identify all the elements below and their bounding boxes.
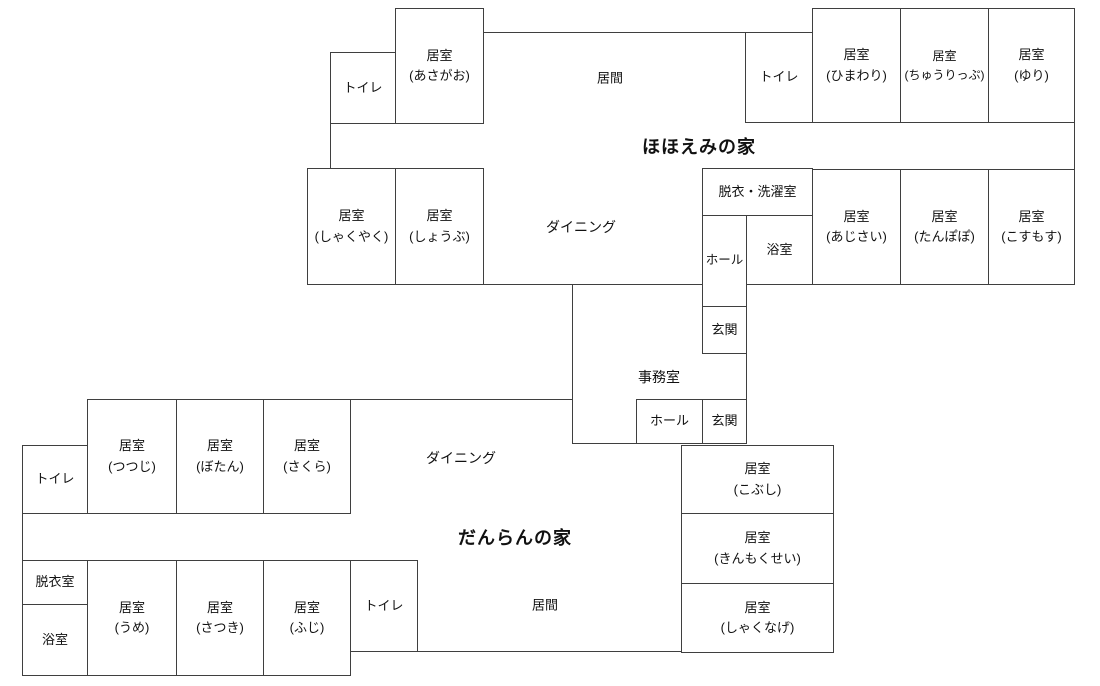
room-label-line: (つつじ): [108, 458, 156, 474]
room-satsuki: 居室 (さつき): [176, 560, 264, 676]
room-ajisai: 居室 (あじさい): [812, 169, 901, 285]
room-asagao: 居室 (あさがお): [395, 8, 484, 124]
room-label-line: 玄関: [711, 413, 738, 429]
room-bath-hohoemi: 浴室: [746, 215, 813, 285]
room-label-line: 居室: [744, 461, 771, 477]
wall-ima-hohoemi-top: [483, 32, 746, 33]
room-kinmokusei: 居室 (きんもくせい): [681, 513, 834, 584]
room-label-line: 居室: [426, 208, 453, 224]
room-label-line: (しょうぶ): [409, 228, 470, 244]
room-shobu: 居室 (しょうぶ): [395, 168, 484, 285]
area-label-ima-hohoemi: 居間: [596, 70, 624, 86]
room-toilet-nw: トイレ: [330, 52, 396, 124]
room-label-line: (こすもす): [1001, 229, 1062, 244]
room-label-line: 居室: [426, 47, 453, 63]
room-churippu: 居室 (ちゅうりっぷ): [900, 8, 989, 123]
room-fuji: 居室 (ふじ): [263, 560, 351, 676]
room-label-line: (ふじ): [289, 620, 325, 635]
room-label-line: (ちゅうりっぷ): [904, 67, 985, 82]
room-hall-center: ホール: [636, 399, 703, 444]
room-label-line: 脱衣室: [35, 574, 75, 590]
room-label-line: ホール: [649, 413, 689, 429]
room-label-line: 居室: [118, 599, 145, 615]
room-botan: 居室 (ぼたん): [176, 399, 264, 514]
room-label-line: (ゆり): [1014, 67, 1049, 83]
area-label-dining-danran: ダイニング: [426, 450, 496, 466]
room-label-line: ホール: [705, 253, 744, 268]
room-label-line: 居室: [843, 208, 870, 224]
room-label-line: 脱衣・洗濯室: [718, 183, 797, 199]
room-genkan-center: 玄関: [702, 399, 747, 444]
room-datsui-sentaku: 脱衣・洗濯室: [702, 168, 813, 216]
room-label-line: 玄関: [711, 321, 738, 337]
room-label-line: 居室: [206, 599, 233, 615]
room-label-line: (うめ): [114, 620, 150, 635]
room-label-line: (ぼたん): [196, 458, 244, 474]
room-label-line: (ひまわり): [826, 67, 887, 83]
room-label-line: トイレ: [759, 69, 799, 85]
room-label-line: 居室: [931, 208, 958, 224]
area-label-ima-danran: 居間: [531, 597, 559, 613]
room-label-line: トイレ: [343, 79, 383, 95]
room-tsutsuji: 居室 (つつじ): [87, 399, 177, 514]
room-kobushi: 居室 (こぶし): [681, 445, 834, 514]
room-label-line: 居室: [1018, 208, 1045, 224]
room-label-line: 居室: [1018, 47, 1045, 63]
room-label-line: (あじさい): [826, 229, 887, 244]
wall-dining-hohoemi-bottom: [483, 284, 703, 285]
room-label-line: 居室: [293, 438, 320, 454]
room-label-line: (しゃくなげ): [720, 620, 795, 635]
room-datsuishitsu: 脱衣室: [22, 560, 88, 605]
area-label-jimushitsu: 事務室: [638, 369, 680, 385]
wall-office-right: [746, 353, 747, 444]
wall-dining-danran-top: [350, 399, 573, 400]
room-label-line: 居室: [206, 438, 233, 454]
room-toilet-ne: トイレ: [745, 32, 813, 123]
room-yuri: 居室 (ゆり): [988, 8, 1075, 123]
room-label-line: 居室: [932, 48, 957, 63]
room-label-line: 居室: [338, 208, 365, 224]
room-genkan-hohoemi: 玄関: [702, 306, 747, 354]
room-shakuyaku: 居室 (しゃくやく): [307, 168, 396, 285]
room-label-line: 居室: [293, 599, 320, 615]
wall-office-left: [572, 284, 573, 444]
room-sakura: 居室 (さくら): [263, 399, 351, 514]
room-label-line: トイレ: [364, 597, 404, 613]
room-label-line: (きんもくせい): [714, 550, 801, 566]
room-label-line: トイレ: [35, 471, 75, 487]
room-ume: 居室 (うめ): [87, 560, 177, 676]
room-label-line: (こぶし): [733, 481, 782, 497]
room-toilet-s: トイレ: [350, 560, 418, 652]
room-bath-danran: 浴室: [22, 604, 88, 676]
wall-hohoemi-band-left: [330, 123, 331, 169]
unit-title-hohoemi: ほほえみの家: [642, 137, 756, 157]
room-label-line: (さつき): [196, 620, 244, 635]
room-label-line: (あさがお): [409, 68, 470, 83]
room-label-line: 居室: [744, 599, 771, 615]
room-label-line: 居室: [744, 530, 771, 546]
room-label-line: (たんぽぽ): [914, 229, 975, 244]
room-label-line: 浴室: [766, 241, 793, 257]
wall-ima-danran-bottom: [417, 651, 682, 652]
wall-office-bottom: [572, 443, 637, 444]
wall-danran-band-left: [22, 513, 23, 561]
unit-title-danran: だんらんの家: [458, 528, 572, 548]
room-label-line: 浴室: [41, 631, 68, 647]
room-shakunage: 居室 (しゃくなげ): [681, 583, 834, 653]
room-label-line: (さくら): [283, 458, 331, 474]
room-tanpopo: 居室 (たんぽぽ): [900, 169, 989, 285]
room-hall-hohoemi: ホール: [702, 215, 747, 307]
area-label-dining-hohoemi: ダイニング: [546, 219, 616, 235]
room-label-line: 居室: [843, 47, 870, 63]
room-himawari: 居室 (ひまわり): [812, 8, 901, 123]
room-label-line: (しゃくやく): [314, 228, 389, 244]
room-label-line: 居室: [118, 438, 145, 454]
room-kosumosu: 居室 (こすもす): [988, 169, 1075, 285]
room-toilet-w: トイレ: [22, 445, 88, 514]
wall-hohoemi-band-right: [1074, 122, 1075, 170]
